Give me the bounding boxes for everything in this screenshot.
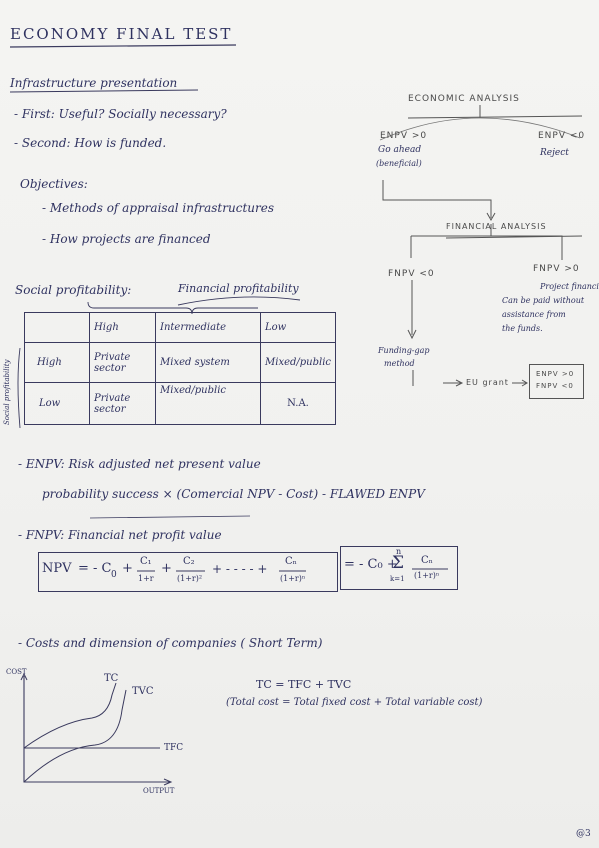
- table-cell: Mixed/public: [259, 342, 337, 383]
- funding-gap-1: Funding-gap: [378, 346, 430, 355]
- npv-eq-start: = - C: [78, 561, 112, 576]
- tvc-label: TVC: [132, 686, 154, 697]
- table-header-row: High Intermediate Low: [24, 312, 337, 343]
- npv-dn: (1+r)ⁿ: [280, 574, 306, 583]
- tvc-curve: [23, 689, 127, 783]
- table-row: Low Private sector Mixed/public N.A.: [24, 382, 337, 425]
- table-cell: Private sector: [89, 342, 156, 383]
- npv-cn: Cₙ: [285, 556, 297, 567]
- project-financing-2: Can be paid without: [502, 296, 585, 305]
- financial-analysis-label: FINANCIAL ANALYSIS: [446, 222, 547, 231]
- second-question: - Second: How is funded.: [14, 136, 167, 150]
- objectives-label: Objectives:: [20, 177, 88, 191]
- sum-bottom: k=1: [390, 575, 405, 583]
- output-axis-label: OUTPUT: [143, 787, 175, 795]
- fnpv-definition: - FNPV: Financial net profit value: [18, 528, 222, 542]
- page-title: ECONOMY FINAL TEST: [10, 25, 233, 43]
- table-cell: Mixed system: [155, 342, 261, 383]
- result-enpv: ENPV >0: [536, 370, 575, 378]
- npv-dots: + - - - - +: [212, 562, 268, 576]
- cost-equation-explanation: (Total cost = Total fixed cost + Total v…: [226, 697, 483, 708]
- go-ahead-label: Go ahead: [378, 145, 422, 155]
- sum-top: n: [396, 547, 402, 556]
- npv-label: NPV: [42, 561, 72, 576]
- economic-underline: [407, 115, 583, 119]
- tc-label: TC: [104, 673, 119, 684]
- enpv-negative-label: ENPV <0: [538, 131, 586, 141]
- project-financing-1: Project financing: [540, 282, 599, 291]
- side-label: Social profitability: [3, 359, 11, 425]
- npv-plus-2: +: [161, 561, 172, 576]
- sum-dn: (1+r)ⁿ: [414, 571, 440, 580]
- title-underline: [9, 44, 237, 48]
- sum-eq: = - C₀ +: [344, 557, 398, 572]
- result-fnpv: FNPV <0: [536, 382, 574, 390]
- financial-profitability-label: Financial profitability: [178, 282, 299, 295]
- first-question: - First: Useful? Socially necessary?: [14, 107, 227, 121]
- social-profitability-label: Social profitability:: [15, 283, 132, 297]
- tfc-label: TFC: [164, 743, 184, 753]
- cost-axis-label: COST: [6, 668, 27, 676]
- profitability-table: High Intermediate Low High Private secto…: [24, 312, 337, 425]
- npv-sub0: 0: [111, 570, 117, 580]
- tc-curve: [23, 682, 117, 749]
- section-heading: Infrastructure presentation: [10, 76, 178, 90]
- table-row: High Private sector Mixed system Mixed/p…: [24, 342, 337, 383]
- npv-formula-box: [38, 552, 338, 592]
- arrow-to-financial: [382, 180, 492, 218]
- project-financing-4: the funds.: [502, 324, 543, 333]
- npv-d1: 1+r: [138, 574, 154, 583]
- enpv-positive-label: ENPV >0: [380, 131, 428, 141]
- col-header-low: Low: [259, 312, 337, 343]
- npv-d2: (1+r)²: [177, 574, 203, 583]
- eu-grant-label: EU grant: [466, 378, 509, 387]
- costs-heading: - Costs and dimension of companies ( Sho…: [18, 636, 323, 650]
- enpv-formula: probability success × (Comercial NPV - C…: [42, 487, 425, 501]
- enpv-definition: - ENPV: Risk adjusted net present value: [18, 457, 261, 471]
- sum-cn: Cₙ: [421, 555, 433, 566]
- objective-1: - Methods of appraisal infrastructures: [42, 201, 274, 215]
- project-financing-3: assistance from: [502, 310, 566, 319]
- table-cell: Mixed/public: [155, 382, 261, 425]
- table-cell: N.A.: [259, 382, 337, 425]
- npv-c1: C₁: [140, 556, 152, 567]
- reject-label: Reject: [540, 148, 569, 158]
- col-header-high: High: [89, 312, 156, 343]
- sigma-icon: Σ: [392, 553, 405, 573]
- fnpv-negative-label: FNPV <0: [388, 269, 435, 279]
- npv-plus-1: +: [122, 561, 133, 576]
- brace-right: [177, 296, 301, 306]
- beneficial-label: (beneficial): [376, 159, 422, 168]
- funding-gap-2: method: [384, 359, 415, 368]
- table-cell: Private sector: [89, 382, 156, 425]
- page-mark: @3: [576, 829, 591, 839]
- table-corner: [24, 312, 90, 343]
- fnpv-positive-label: FNPV >0: [533, 264, 580, 274]
- result-box: ENPV >0 FNPV <0: [529, 364, 584, 399]
- row-label-high: High: [24, 342, 90, 383]
- row-label-low: Low: [24, 382, 90, 425]
- cost-equation: TC = TFC + TVC: [256, 678, 352, 691]
- npv-c2: C₂: [183, 556, 195, 567]
- col-header-intermediate: Intermediate: [155, 312, 261, 343]
- npv-sum-box: [340, 546, 458, 590]
- heading-underline: [9, 89, 199, 93]
- economic-analysis-label: ECONOMIC ANALYSIS: [408, 94, 520, 104]
- objective-2: - How projects are financed: [42, 232, 211, 246]
